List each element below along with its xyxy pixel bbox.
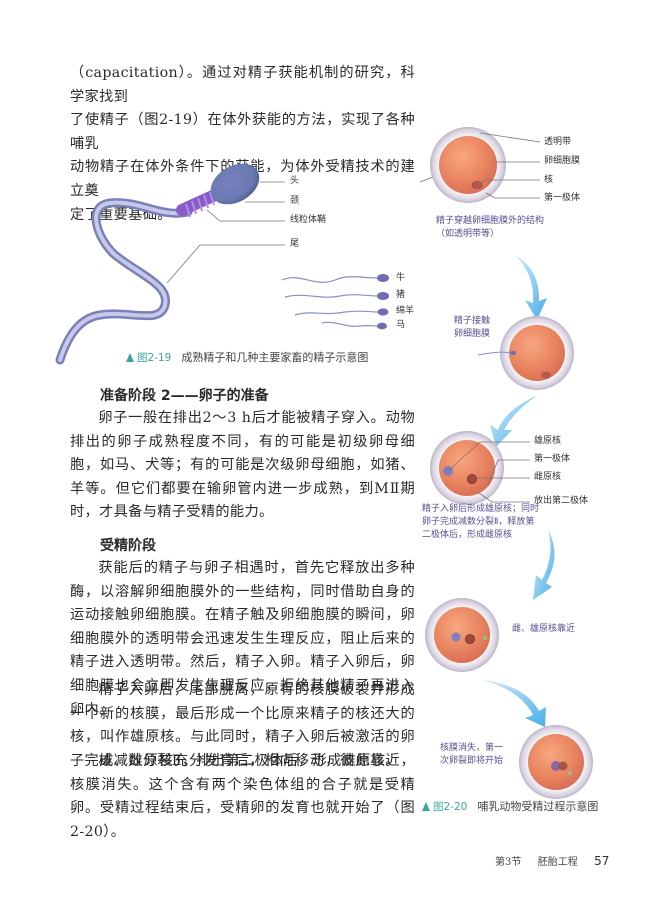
arrow-1 (515, 255, 547, 320)
label-head: 头 (290, 176, 300, 186)
caption-number: 图2-19 (137, 352, 172, 364)
species-sperms (281, 274, 389, 330)
arrow-4 (482, 680, 546, 727)
stage-2-description: 精子接触 卵细胞膜 (454, 316, 491, 339)
label-first-polar-body: 第一极体 (544, 193, 581, 203)
figure-2-19-caption: 图2-19 成熟精子和几种主要家畜的精子示意图 (126, 349, 368, 365)
fertilization-paragraph-2: 精子入卵后，尾部脱离，原有的核膜破裂并形成一个新的核膜，最后形成一个比原来精子的… (70, 682, 415, 769)
label-first-polar-body-2: 第一极体 (534, 454, 571, 464)
figure-2-20-caption: 图2-20 哺乳动物受精过程示意图 (422, 798, 598, 814)
egg-stage-5 (519, 725, 593, 799)
fertilization-diagram (419, 127, 593, 799)
mitochondrial-sheath (176, 189, 221, 218)
label-tail: 尾 (290, 239, 300, 249)
stage-3-description: 精子入卵后形成雄原核；同时 卵子完成减数分裂Ⅱ，释放第 二极体后，形成雌原核 (422, 504, 540, 540)
label-nucleus: 核 (544, 175, 554, 185)
caption-text: 成熟精子和几种主要家畜的精子示意图 (181, 351, 369, 364)
egg-preparation-paragraph: 卵子一般在排出2～3 h后才能被精子穿入。动物排出的卵子成熟程度不同，有的可能是… (70, 410, 415, 521)
stage-1-description: 精子穿越卵细胞膜外的结构 （如透明带等） (436, 216, 545, 239)
species-label-sheep: 绵羊 (396, 306, 415, 316)
footer-chapter: 胚胎工程 (537, 857, 578, 868)
page-number: 57 (594, 854, 610, 868)
sperm-diagram (55, 163, 389, 365)
egg-stage-4 (425, 598, 499, 672)
stage-5-description: 核膜消失，第一 次卵裂即将开始 (440, 743, 504, 766)
label-mitochondrial-sheath: 线粒体鞘 (290, 215, 327, 225)
footer-section: 第3节 (495, 857, 522, 868)
sperm-head (210, 163, 260, 205)
stage-4-description: 雌、雄原核靠近 (512, 624, 576, 634)
caption-triangle-icon (422, 802, 430, 811)
label-second-polar-body: 放出第二极体 (534, 496, 589, 506)
caption-text: 哺乳动物受精过程示意图 (477, 800, 599, 813)
egg-stage-1 (419, 127, 541, 203)
arrow-2 (490, 395, 538, 447)
egg-stage-3 (430, 431, 530, 505)
label-neck: 颈 (290, 196, 300, 206)
figure-2-20: 透明带 卵细胞膜 核 第一极体 精子穿越卵细胞膜外的结构 （如透明带等） 精子接… (419, 125, 658, 825)
figure-2-19: 头 颈 线粒体鞘 尾 牛 猪 绵羊 马 (55, 160, 420, 365)
label-female-pronucleus: 雌原核 (534, 472, 562, 482)
label-egg-membrane: 卵细胞膜 (544, 156, 581, 166)
species-label-cattle: 牛 (396, 273, 406, 283)
species-label-pig: 猪 (396, 290, 406, 300)
arrow-3 (533, 530, 555, 600)
page-footer: 第3节 胚胎工程 57 (495, 853, 609, 868)
caption-number: 图2-20 (433, 801, 468, 813)
fertilization-paragraph-1: 获能后的精子与卵子相遇时，首先它释放出多种酶，以溶解卵细胞膜外的一些结构，同时借… (70, 560, 415, 718)
intro-line: （capacitation）。通过对精子获能机制的研究，科学家找到 (70, 65, 415, 105)
label-zona-pellucida: 透明带 (544, 137, 572, 147)
caption-triangle-icon (126, 353, 134, 362)
intro-line: 了使精子（图2-19）在体外获能的方法，实现了各种哺乳 (70, 112, 415, 152)
section-heading-egg-preparation: 准备阶段 2——卵子的准备 (100, 388, 269, 404)
fertilization-paragraph-3: 雄、雌原核充分发育后，相向移动，彼此靠近，核膜消失。这个含有两个染色体组的合子就… (70, 753, 415, 840)
label-male-pronucleus: 雄原核 (534, 436, 562, 446)
species-label-horse: 马 (396, 320, 406, 330)
section-heading-fertilization: 受精阶段 (100, 538, 156, 554)
egg-stage-2 (477, 316, 574, 390)
